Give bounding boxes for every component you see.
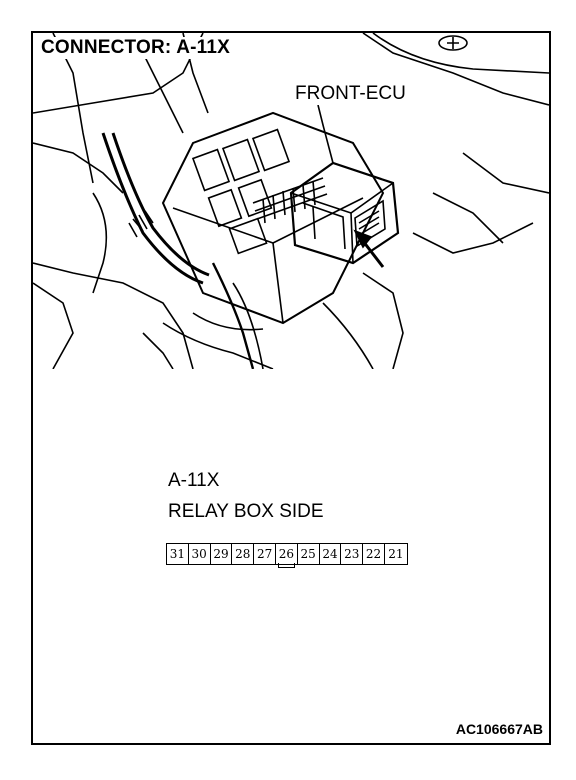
- connector-pinout: 31 30 29 28 27 26 25 24 23 22 21: [166, 543, 408, 568]
- connector-pin-keyed: 26: [276, 544, 298, 568]
- cap-icon: [438, 35, 468, 51]
- connector-title: CONNECTOR: A-11X: [39, 37, 233, 59]
- front-ecu-callout: FRONT-ECU: [293, 83, 408, 105]
- connector-name: A-11X: [168, 470, 220, 491]
- connector-pin: 30: [189, 544, 211, 564]
- connector-pin: 28: [232, 544, 255, 564]
- connector-pin: 21: [388, 547, 404, 561]
- connector-pin: 24: [320, 544, 342, 564]
- connector-pin: 22: [363, 544, 385, 564]
- connector-pin: 23: [341, 544, 364, 564]
- engine-bay-illustration: [33, 33, 549, 369]
- diagram-frame: CONNECTOR: A-11X FRONT-ECU A-11X RELAY B…: [31, 31, 551, 745]
- figure-code: AC106667AB: [455, 721, 543, 737]
- connector-pin: 31: [167, 544, 189, 564]
- connector-side-label: RELAY BOX SIDE: [168, 501, 324, 522]
- connector-pin: 25: [298, 544, 320, 564]
- connector-pin: 29: [211, 544, 233, 564]
- connector-pin: 27: [254, 544, 276, 564]
